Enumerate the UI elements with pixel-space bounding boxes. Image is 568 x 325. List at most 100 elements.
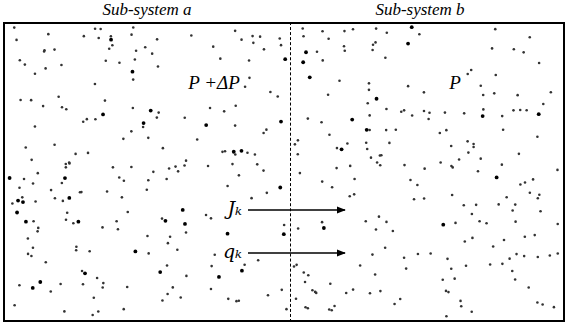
pressure-label: P +ΔP [188, 73, 240, 94]
particle-dot [296, 153, 299, 156]
particle-dot [538, 62, 541, 65]
particle-dot [335, 167, 338, 170]
particle-dot [232, 150, 236, 154]
particle-dot [36, 230, 39, 233]
particle-dot [482, 108, 485, 111]
particle-dot [485, 222, 488, 225]
particle-dot [164, 219, 168, 223]
particle-dot [556, 252, 559, 255]
particle-dot [13, 26, 16, 29]
particle-dot [161, 299, 164, 302]
particle-dot [210, 288, 213, 291]
particle-dot [212, 45, 215, 48]
particle-dot [81, 270, 84, 273]
particle-dot [314, 291, 317, 294]
particle-dot [302, 35, 305, 38]
particle-dot [528, 36, 531, 39]
particle-dot [122, 308, 125, 311]
particle-dot [130, 166, 133, 169]
particle-dot [134, 58, 137, 61]
particle-dot [63, 176, 67, 180]
particle-dot [234, 104, 237, 107]
particle-dot [269, 91, 272, 94]
particle-dot [118, 61, 121, 64]
particle-dot [541, 303, 544, 306]
particle-dot [403, 164, 406, 167]
particle-dot [282, 232, 286, 236]
particle-dot [75, 246, 78, 249]
particle-dot [353, 178, 356, 181]
particle-dot [331, 186, 334, 189]
particle-dot [47, 33, 50, 36]
particle-dot [550, 91, 553, 94]
particle-dot [210, 265, 213, 268]
particle-dot [53, 144, 56, 147]
particle-dot [53, 48, 56, 51]
particle-dot [423, 110, 426, 113]
particle-dot [234, 153, 237, 156]
particle-dot [59, 283, 62, 286]
particle-dot [278, 37, 281, 40]
particle-dot [34, 200, 37, 203]
particle-dot [102, 282, 105, 285]
particle-dot [63, 310, 66, 313]
particle-dot [346, 142, 349, 145]
particle-dot [556, 223, 559, 226]
particle-dot [147, 137, 150, 140]
particle-dot [234, 30, 237, 33]
particle-dot [130, 130, 133, 133]
particle-dot [365, 128, 369, 132]
particle-dot [359, 264, 362, 267]
subsystem-region: Sub-system bP [291, 22, 565, 322]
particle-dot [293, 265, 296, 268]
particle-dot [111, 44, 114, 47]
particle-dot [409, 179, 412, 182]
particle-dot [384, 56, 387, 59]
particle-dot [37, 227, 40, 230]
particle-dot [311, 289, 314, 292]
particle-dot [459, 300, 462, 303]
particle-dot [475, 204, 478, 207]
particle-dot [322, 226, 326, 230]
particle-dot [479, 157, 482, 160]
particle-dot [384, 246, 387, 249]
particle-dot [190, 34, 193, 37]
particle-dot [368, 89, 371, 92]
particle-dot [36, 172, 39, 175]
particle-dot [301, 27, 304, 30]
particle-dot [439, 161, 442, 164]
particle-dot [364, 220, 367, 223]
particle-dot [511, 270, 514, 273]
particle-dot [101, 286, 104, 289]
particle-dot [166, 264, 169, 267]
particle-dot [93, 296, 96, 299]
particle-dot [295, 297, 298, 300]
particle-dot [24, 63, 27, 66]
particle-dot [65, 166, 68, 169]
particle-dot [147, 179, 150, 182]
particle-dot [477, 170, 480, 173]
particle-dot [183, 164, 186, 167]
particle-dot [302, 271, 305, 274]
particle-dot [518, 153, 521, 156]
particle-dot [151, 52, 154, 55]
particle-dot [515, 253, 518, 256]
particle-dot [276, 95, 279, 98]
particle-dot [514, 278, 517, 281]
particle-dot [122, 138, 125, 141]
particle-dot [112, 166, 115, 169]
particle-dot [133, 250, 137, 254]
particle-dot [44, 67, 47, 70]
particle-dot [388, 142, 391, 145]
particle-dot [104, 99, 107, 102]
particle-dot [533, 234, 536, 237]
particle-dot [16, 199, 20, 203]
particle-dot [385, 129, 388, 132]
particle-dot [196, 138, 199, 141]
particle-dot [83, 35, 86, 38]
particle-dot [538, 193, 541, 196]
particle-dot [465, 264, 468, 267]
particle-dot [423, 197, 426, 200]
particle-dot [494, 74, 497, 77]
particle-dot [34, 125, 37, 128]
